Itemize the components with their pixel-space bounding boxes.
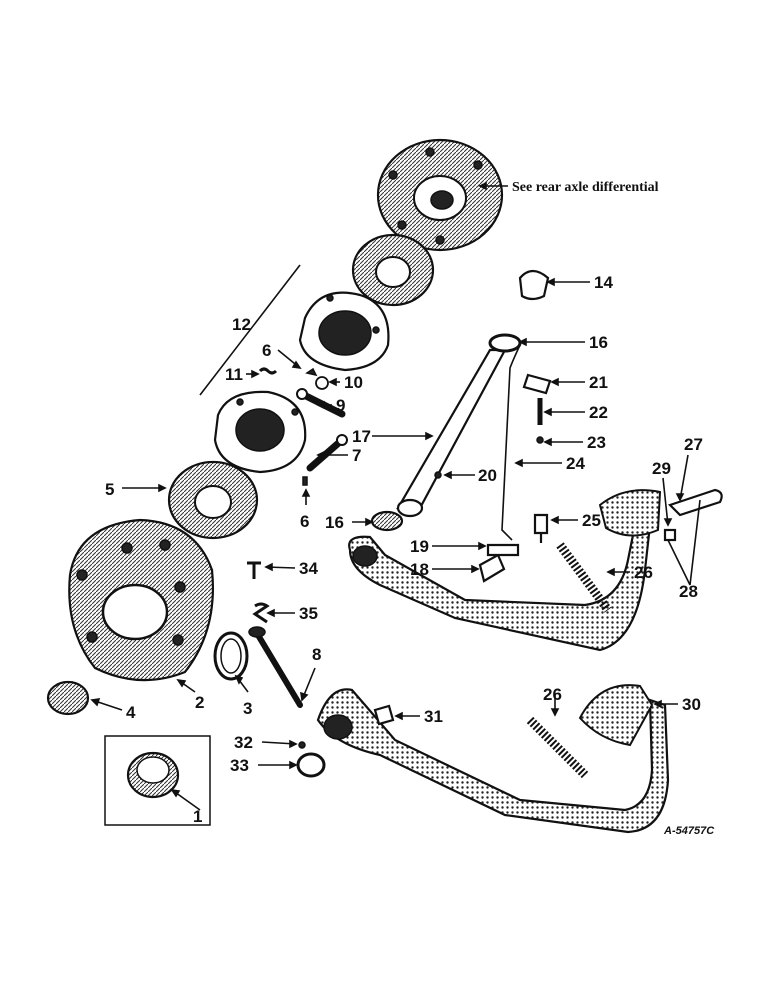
pedal-arm-lower bbox=[316, 684, 670, 834]
leader-lines bbox=[90, 181, 701, 811]
bolt bbox=[247, 561, 261, 579]
ball bbox=[315, 376, 329, 390]
bushing-31 bbox=[373, 704, 395, 726]
differential-note: See rear axle differential bbox=[512, 180, 659, 195]
callout-8: 8 bbox=[312, 645, 321, 664]
callout-7: 7 bbox=[352, 446, 361, 465]
callout-34: 34 bbox=[299, 559, 318, 578]
callout-6-lower: 6 bbox=[300, 512, 309, 531]
pin-lower bbox=[302, 476, 308, 486]
clevis-19 bbox=[486, 543, 520, 557]
callout-33: 33 bbox=[230, 756, 249, 775]
callout-5: 5 bbox=[105, 480, 114, 499]
return-spring-upper bbox=[556, 542, 612, 613]
actuating-links bbox=[258, 367, 348, 486]
callout-14: 14 bbox=[594, 273, 613, 292]
actuating-shaft bbox=[248, 626, 303, 708]
bracket bbox=[522, 373, 552, 395]
pedal-arm-upper bbox=[348, 489, 662, 652]
callout-31: 31 bbox=[424, 707, 443, 726]
callout-24: 24 bbox=[566, 454, 585, 473]
callout-22: 22 bbox=[589, 403, 608, 422]
callout-35: 35 bbox=[299, 604, 318, 623]
callout-25: 25 bbox=[582, 511, 601, 530]
rod bbox=[501, 344, 521, 541]
pressure-plate-lower bbox=[213, 390, 307, 474]
callout-20: 20 bbox=[478, 466, 497, 485]
callout-32: 32 bbox=[234, 733, 253, 752]
friction-disc-upper bbox=[351, 233, 435, 307]
washer-33 bbox=[296, 752, 326, 778]
callout-4: 4 bbox=[126, 703, 136, 722]
callout-10: 10 bbox=[344, 373, 363, 392]
spring-small bbox=[258, 367, 278, 375]
callout-11: 11 bbox=[225, 365, 243, 384]
callout-29: 29 bbox=[652, 459, 671, 478]
callout-1: 1 bbox=[193, 807, 202, 826]
fitting-25 bbox=[533, 513, 549, 543]
seal-ring bbox=[213, 631, 249, 681]
callout-6-upper: 6 bbox=[262, 341, 271, 360]
callout-19: 19 bbox=[410, 537, 429, 556]
pin-upper bbox=[305, 367, 318, 377]
callout-26-lower: 26 bbox=[543, 685, 562, 704]
callout-2: 2 bbox=[195, 693, 204, 712]
callout-18: 18 bbox=[410, 560, 429, 579]
callout-28: 28 bbox=[679, 582, 698, 601]
differential-drum bbox=[376, 138, 504, 252]
block-29 bbox=[663, 528, 677, 542]
brake-housing bbox=[68, 518, 214, 682]
spring-35 bbox=[252, 602, 270, 624]
pressure-plate-upper bbox=[298, 291, 390, 372]
link-18 bbox=[478, 553, 506, 583]
callout-16-upper: 16 bbox=[589, 333, 608, 352]
callout-30: 30 bbox=[682, 695, 701, 714]
friction-disc-lower bbox=[167, 460, 259, 540]
cross-shaft bbox=[370, 333, 522, 532]
cover-plate bbox=[46, 680, 90, 716]
callout-12: 12 bbox=[232, 315, 251, 334]
callout-3: 3 bbox=[243, 699, 252, 718]
bushing-upper bbox=[488, 333, 522, 353]
callout-23: 23 bbox=[587, 433, 606, 452]
callout-21: 21 bbox=[589, 373, 608, 392]
callout-17: 17 bbox=[352, 427, 371, 446]
figure-id: A-54757C bbox=[663, 825, 715, 837]
callout-9: 9 bbox=[336, 396, 345, 415]
fitting-32 bbox=[298, 741, 306, 749]
cotter-23 bbox=[536, 436, 544, 444]
inset-cap bbox=[104, 735, 211, 826]
callout-labels: 1 2 3 4 5 6 6 7 8 9 10 11 12 14 16 16 17… bbox=[105, 180, 715, 837]
callout-27: 27 bbox=[684, 435, 703, 454]
group-bracket-12 bbox=[199, 264, 301, 396]
clevis-14 bbox=[518, 269, 550, 301]
return-spring-lower bbox=[526, 716, 589, 779]
bushing-lower bbox=[370, 510, 404, 532]
latch-27 bbox=[667, 488, 723, 517]
callout-16-lower: 16 bbox=[325, 513, 344, 532]
callout-26-upper: 26 bbox=[634, 563, 653, 582]
